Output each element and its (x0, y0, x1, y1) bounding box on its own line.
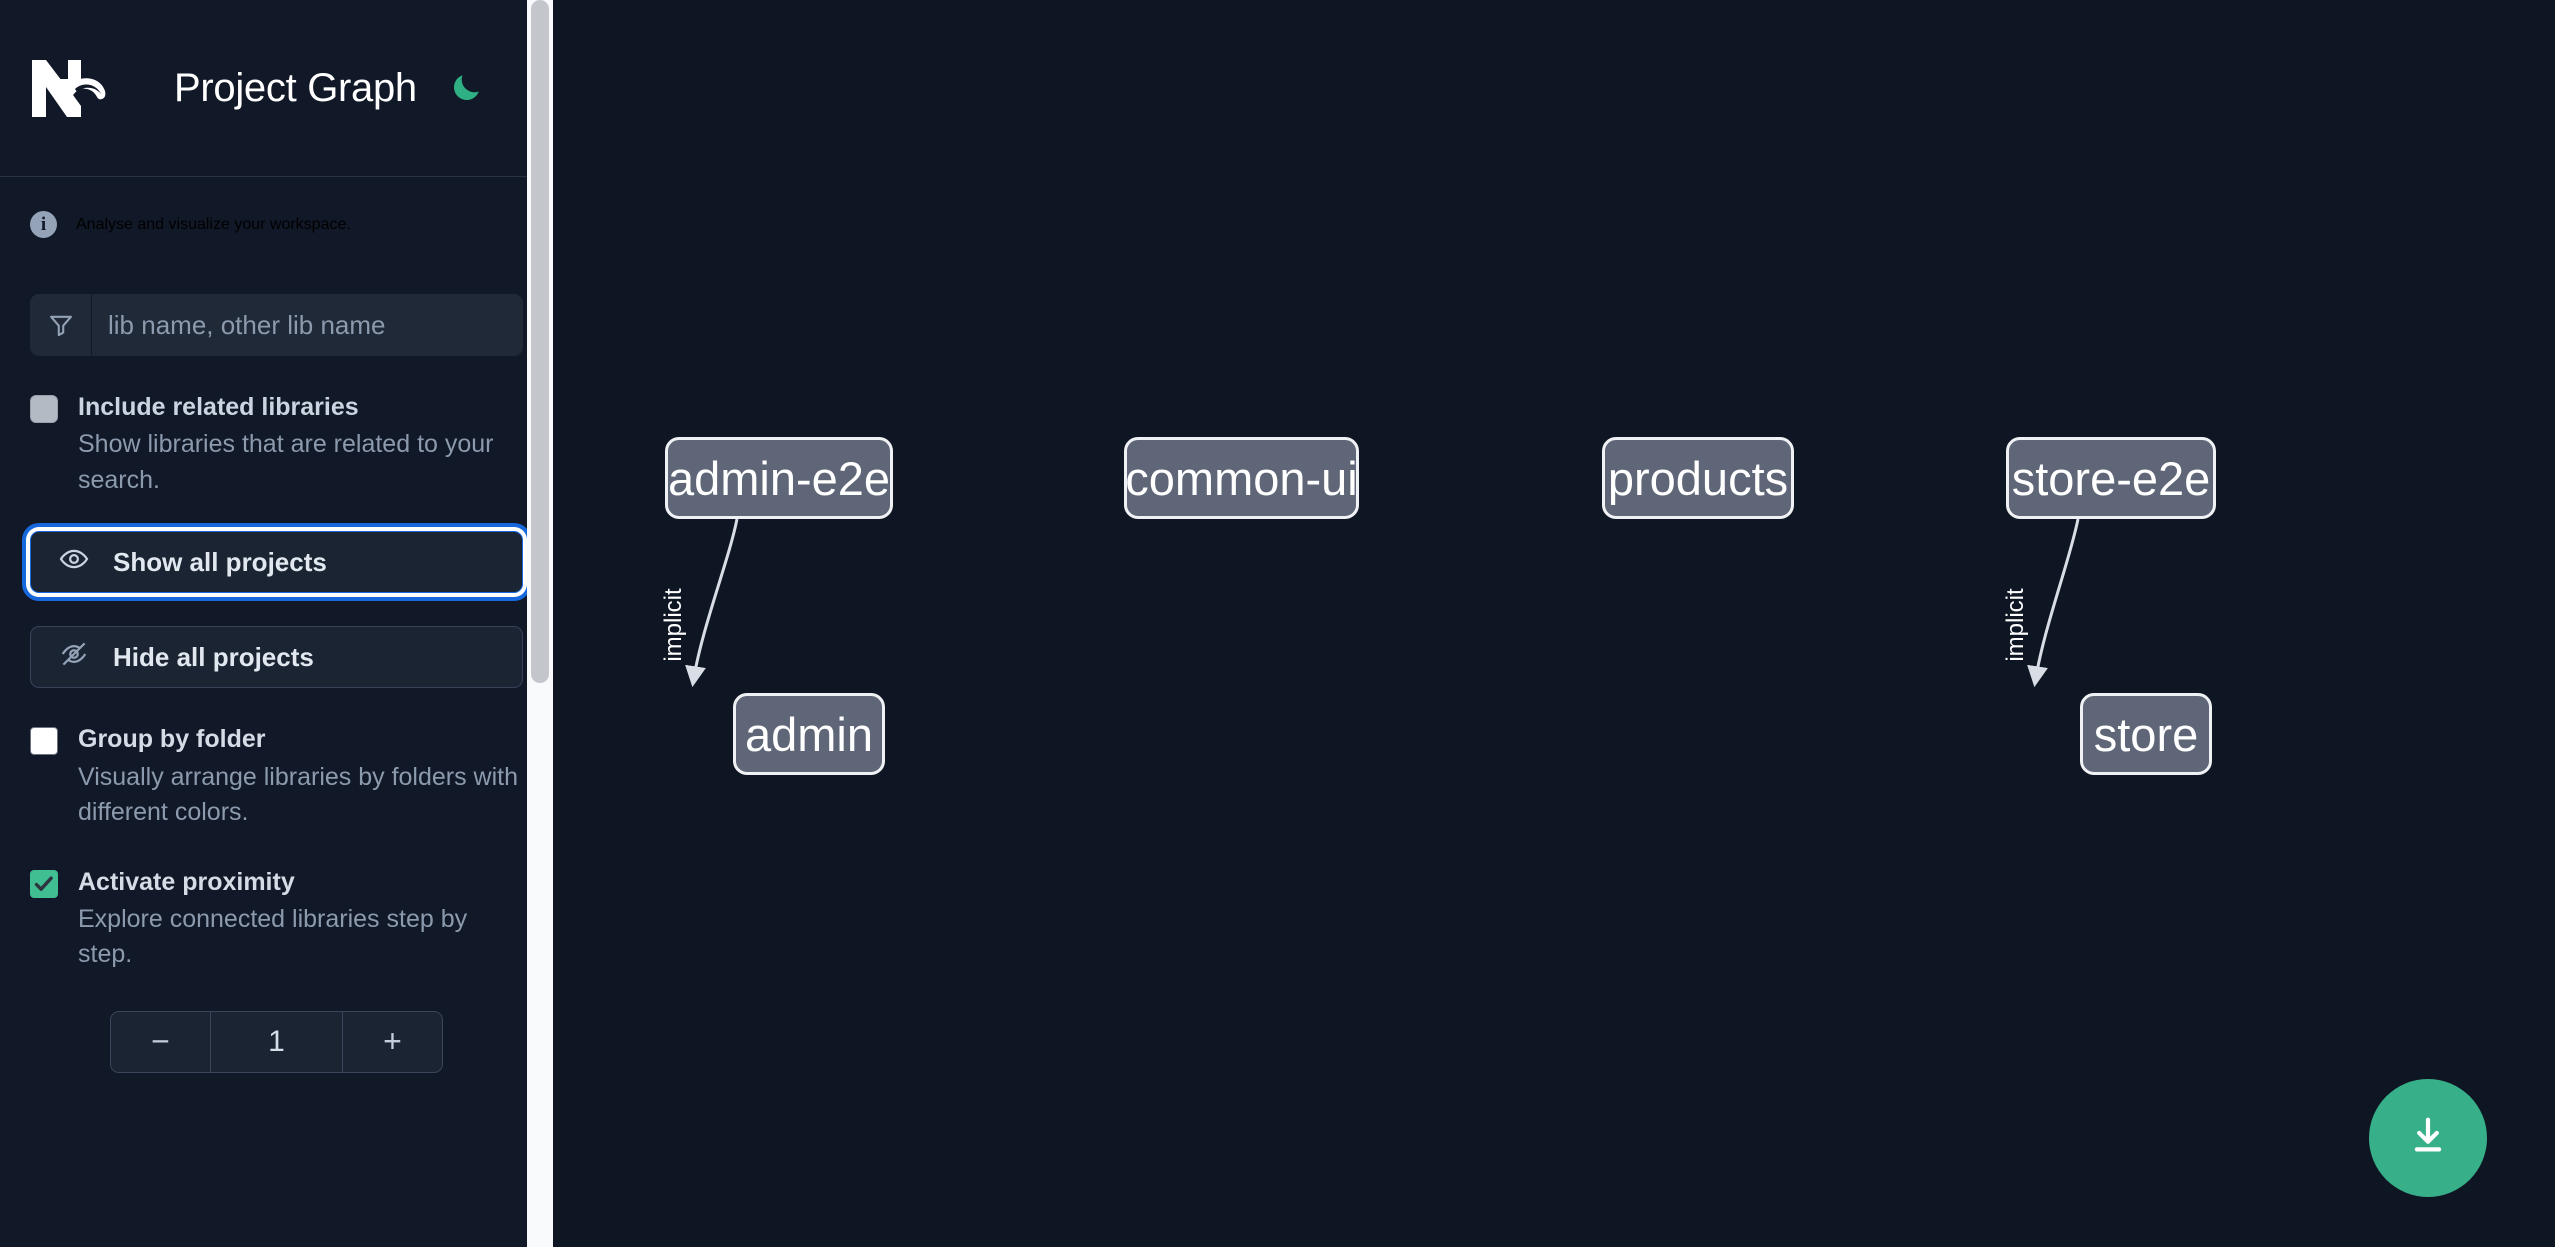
graph-canvas[interactable]: implicit implicit admin-e2e common-ui pr… (553, 0, 2555, 1247)
search-input[interactable] (92, 294, 523, 356)
node-label: products (1607, 451, 1789, 505)
download-graph-button[interactable] (2369, 1079, 2487, 1197)
stepper-increment-button[interactable]: + (342, 1011, 442, 1072)
graph-node-admin[interactable]: admin (733, 693, 885, 775)
include-related-description: Show libraries that are related to your … (78, 430, 494, 494)
sidebar-scrollbar[interactable] (527, 0, 553, 1247)
filter-section (0, 238, 553, 356)
quantity-stepper: − 1 + (110, 1010, 443, 1073)
stepper-decrement-button[interactable]: − (111, 1011, 211, 1072)
sidebar-scroll-area: Project Graph i Analyse and visualize yo… (0, 0, 553, 1247)
info-icon: i (30, 211, 57, 238)
show-all-projects-label: Show all projects (113, 546, 327, 577)
stepper-value: 1 (211, 1011, 342, 1072)
graph-node-common-ui[interactable]: common-ui (1124, 437, 1359, 519)
moon-icon[interactable] (445, 67, 487, 109)
header-divider (0, 176, 553, 177)
graph-node-admin-e2e[interactable]: admin-e2e (665, 437, 893, 519)
filter-icon (30, 294, 92, 356)
graph-node-products[interactable]: products (1602, 437, 1794, 519)
node-label: admin-e2e (667, 451, 891, 505)
group-by-folder-description: Visually arrange libraries by folders wi… (78, 762, 519, 827)
hide-all-projects-button[interactable]: Hide all projects (30, 626, 523, 689)
proximity-stepper-wrap: − 1 + (0, 973, 553, 1073)
group-by-folder-label: Group by folder (78, 725, 266, 754)
hide-all-projects-label: Hide all projects (113, 641, 314, 672)
eye-icon (59, 544, 89, 581)
group-by-folder-checkbox[interactable] (30, 727, 58, 756)
option-activate-proximity: Activate proximity Explore connected lib… (0, 831, 553, 973)
download-icon (2405, 1113, 2451, 1164)
edge-label-implicit: implicit (660, 588, 687, 662)
eye-off-icon (59, 639, 89, 676)
hide-all-wrap: Hide all projects (0, 593, 553, 689)
page-title: Project Graph (174, 65, 417, 110)
node-label: store-e2e (2011, 451, 2211, 505)
activate-proximity-description: Explore connected libraries step by step… (78, 904, 468, 969)
graph-node-store-e2e[interactable]: store-e2e (2006, 437, 2216, 519)
sidebar-scrollbar-thumb[interactable] (531, 0, 549, 683)
sidebar: Project Graph i Analyse and visualize yo… (0, 0, 553, 1247)
include-related-label: Include related libraries (78, 393, 359, 421)
show-all-projects-button[interactable]: Show all projects (30, 531, 523, 594)
node-label: store (2093, 707, 2199, 761)
edge-admin-e2e-to-admin: implicit (660, 518, 739, 688)
nx-logo (30, 57, 124, 119)
tagline: i Analyse and visualize your workspace. (0, 177, 553, 238)
graph-edges: implicit implicit (660, 518, 2080, 688)
include-related-checkbox[interactable] (30, 395, 58, 423)
edge-label-implicit: implicit (2002, 588, 2029, 662)
node-label: admin (744, 707, 873, 761)
option-include-related: Include related libraries Show libraries… (0, 356, 553, 498)
show-all-wrap: Show all projects (0, 498, 553, 594)
brand-header: Project Graph (0, 0, 553, 176)
edge-store-e2e-to-store: implicit (2002, 518, 2080, 688)
graph-node-store[interactable]: store (2080, 693, 2212, 775)
tagline-text: Analyse and visualize your workspace. (76, 215, 351, 233)
filter-box (30, 294, 523, 356)
activate-proximity-checkbox[interactable] (30, 869, 58, 898)
option-group-by-folder: Group by folder Visually arrange librari… (0, 688, 553, 830)
activate-proximity-label: Activate proximity (78, 867, 295, 896)
node-label: common-ui (1125, 451, 1358, 505)
check-icon (34, 876, 53, 891)
